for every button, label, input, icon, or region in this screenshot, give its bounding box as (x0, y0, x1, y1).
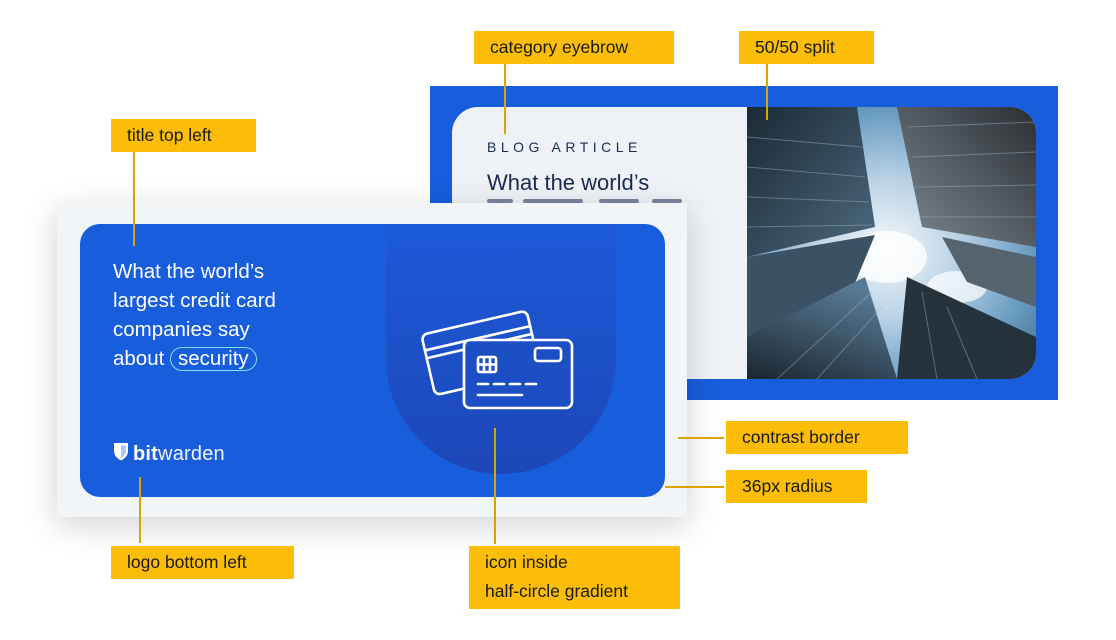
front-title-prefix: about (113, 347, 165, 370)
leader-line (665, 486, 724, 488)
callout-title-top-left: title top left (111, 119, 256, 152)
leader-line (133, 152, 135, 246)
shield-icon (113, 442, 129, 466)
front-title-line: largest credit card (113, 289, 276, 312)
front-title-line: companies say (113, 318, 250, 341)
back-card: BLOG ARTICLE What the world’s (452, 107, 1036, 379)
skyscrapers-photo (747, 107, 1036, 379)
credit-cards-icon (420, 304, 576, 419)
back-card-title: What the world’s (487, 170, 650, 195)
category-eyebrow: BLOG ARTICLE (487, 139, 642, 155)
callout-contrast-border: contrast border (726, 421, 908, 454)
leader-line (678, 437, 724, 439)
bitwarden-logo: bitwarden (113, 442, 225, 466)
leader-line (494, 428, 496, 544)
back-card-title-overflow (487, 199, 687, 205)
leader-line (766, 64, 768, 120)
callout-split: 50/50 split (739, 31, 874, 64)
callout-radius: 36px radius (726, 470, 867, 503)
title-highlight-pill: security (170, 347, 257, 371)
leader-line (139, 477, 141, 543)
leader-line (504, 64, 506, 134)
logo-wordmark: bitwarden (133, 442, 225, 465)
callout-category-eyebrow: category eyebrow (474, 31, 674, 64)
front-card-title: What the world’s largest credit card com… (113, 257, 373, 373)
front-title-line: about security (113, 344, 373, 373)
callout-logo-bottom-left: logo bottom left (111, 546, 294, 579)
front-title-line: What the world’s (113, 260, 265, 283)
front-card: What the world’s largest credit card com… (80, 224, 665, 497)
